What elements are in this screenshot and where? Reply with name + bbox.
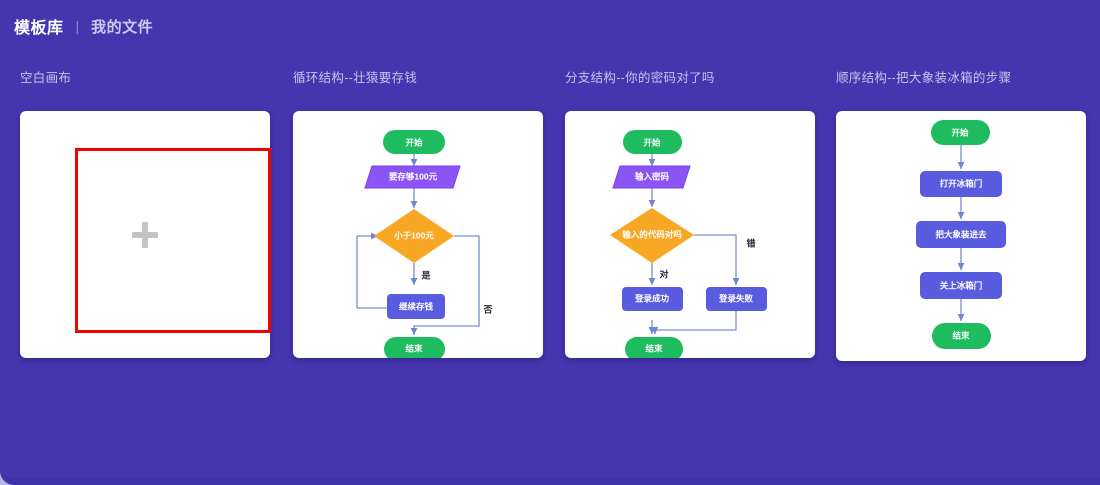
node-end: 结束 [625, 337, 683, 358]
node-input-password: 输入密码 [612, 165, 691, 189]
loop-structure-card[interactable]: 开始 要存够100元 小于100元 [293, 111, 543, 358]
edge-cond-fail [694, 234, 740, 286]
header: 模板库 | 我的文件 [14, 14, 153, 38]
node-start: 开始 [623, 130, 682, 154]
node-label: 把大象装进去 [935, 229, 987, 239]
blank-canvas-card[interactable] [20, 111, 270, 358]
node-label: 结束 [952, 330, 970, 340]
node-label: 开始 [405, 137, 423, 147]
node-condition: 小于100元 [374, 209, 454, 263]
template-label: 分支结构--你的密码对了吗 [565, 71, 715, 85]
node-label: 开始 [951, 127, 969, 137]
sequence-structure-card[interactable]: 开始 打开冰箱门 把大象装进去 [836, 111, 1086, 361]
template-branch-structure: 分支结构--你的密码对了吗 [565, 70, 815, 358]
branch-structure-card[interactable]: 开始 输入密码 输入的代码对吗 [565, 111, 815, 358]
flowchart-loop: 开始 要存够100元 小于100元 [293, 111, 543, 358]
node-login-success: 登录成功 [622, 287, 683, 311]
node-label: 关上冰箱门 [940, 280, 983, 290]
edge-label-wrong: 错 [746, 237, 755, 248]
node-label: 输入密码 [635, 171, 670, 181]
node-end: 结束 [932, 323, 991, 349]
node-label: 输入的代码对吗 [622, 229, 682, 239]
template-sequence-structure: 顺序结构--把大象装冰箱的步骤 [836, 70, 1086, 361]
edge-fail-end [651, 310, 737, 335]
node-put-elephant: 把大象装进去 [916, 221, 1006, 248]
edge-label-no: 否 [482, 304, 492, 314]
template-loop-structure: 循环结构--壮猿要存钱 [293, 70, 543, 358]
template-label: 顺序结构--把大象装冰箱的步骤 [836, 71, 1012, 85]
header-divider: | [75, 18, 80, 34]
my-files-link[interactable]: 我的文件 [91, 18, 154, 36]
edge-label-yes: 是 [420, 270, 431, 280]
node-end: 结束 [384, 337, 445, 358]
node-label: 登录失败 [718, 293, 754, 303]
flowchart-branch: 开始 输入密码 输入的代码对吗 [565, 111, 815, 358]
node-label: 继续存钱 [399, 301, 434, 311]
edge-save-cond [356, 232, 387, 309]
node-label: 开始 [643, 137, 661, 147]
node-label: 结束 [405, 343, 423, 353]
template-label: 空白画布 [20, 71, 72, 85]
node-start: 开始 [931, 120, 990, 145]
node-open-fridge: 打开冰箱门 [920, 171, 1002, 197]
node-label: 小于100元 [393, 230, 434, 240]
page-title: 模板库 [14, 20, 64, 37]
node-start: 开始 [383, 130, 445, 154]
node-condition: 输入的代码对吗 [610, 208, 694, 263]
node-login-failed: 登录失败 [706, 287, 767, 311]
node-label: 登录成功 [634, 293, 670, 303]
node-label: 打开冰箱门 [940, 178, 983, 188]
edge-cond-end [410, 235, 480, 336]
node-label: 要存够100元 [389, 171, 438, 181]
node-goal: 要存够100元 [364, 165, 461, 189]
node-close-fridge: 关上冰箱门 [920, 272, 1002, 299]
flowchart-sequence: 开始 打开冰箱门 把大象装进去 [836, 111, 1086, 361]
template-label: 循环结构--壮猿要存钱 [293, 71, 418, 85]
edge-label-correct: 对 [659, 268, 668, 279]
node-keep-saving: 继续存钱 [387, 294, 445, 319]
node-label: 结束 [645, 343, 663, 353]
plus-icon [132, 221, 158, 248]
template-blank-canvas: 空白画布 [20, 70, 270, 358]
